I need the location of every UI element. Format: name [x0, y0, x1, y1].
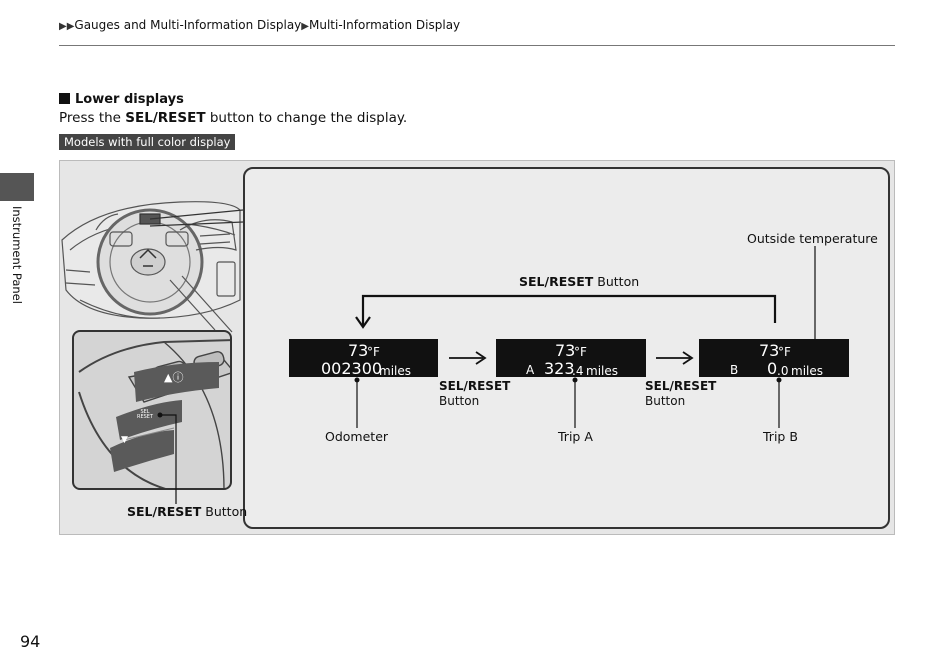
intro-text: Press the SEL/RESET button to change the… [59, 110, 407, 126]
temp-unit: °F [367, 345, 380, 359]
odometer-callout: Odometer [325, 429, 389, 444]
trip-a-callout: Trip A [558, 429, 593, 444]
arrow2-label-rest: Button [645, 394, 686, 408]
side-tab-marker [0, 173, 34, 201]
intro-post: button to change the display. [205, 110, 408, 126]
down-triangle-icon: ▼ [121, 435, 128, 445]
up-info-icon: ▲ⓘ [164, 371, 184, 384]
odometer-value: 002300 [321, 359, 383, 378]
temp-value: 73 [555, 341, 576, 360]
models-badge: Models with full color display [59, 134, 236, 150]
trip-a-unit: miles [586, 364, 618, 378]
sel-text: SEL [140, 409, 150, 415]
temp-value: 73 [348, 341, 369, 360]
double-triangle-icon: ▶▶ [59, 21, 75, 32]
square-bullet-icon [59, 93, 70, 104]
trip-a-decimal: .4 [572, 364, 584, 378]
trip-b-unit: miles [791, 364, 823, 378]
loop-label-bold: SEL/RESET [519, 274, 594, 289]
breadcrumb: ▶▶Gauges and Multi-Information Display▶M… [59, 18, 460, 32]
triangle-icon: ▶ [301, 21, 309, 32]
trip-prefix: B [730, 363, 739, 377]
breadcrumb-item-mid[interactable]: Multi-Information Display [308, 18, 461, 32]
loop-label-rest: Button [593, 274, 640, 289]
trip-a-value: 323 [544, 359, 575, 378]
temp-value: 73 [759, 341, 780, 360]
display-odometer: 73 °F 002300 miles [289, 339, 438, 378]
display-trip-a: 73 °F A 323 .4 miles [496, 339, 646, 378]
section-title: Lower displays [59, 92, 184, 107]
breadcrumb-item-gauges[interactable]: Gauges and Multi-Information Display [74, 18, 302, 32]
loop-sel-reset-label: SEL/RESET Button [519, 274, 639, 289]
trip-b-callout: Trip B [763, 429, 798, 444]
trip-prefix: A [526, 363, 535, 377]
trip-b-decimal: .0 [777, 364, 789, 378]
reset-text: RESET [137, 414, 154, 420]
display-trip-b: 73 °F B 0 .0 miles [699, 339, 849, 378]
inset-label-rest: Button [201, 504, 248, 519]
arrow1-label-bold: SEL/RESET [439, 379, 511, 393]
section-title-text: Lower displays [75, 92, 184, 107]
inset-label-bold: SEL/RESET [127, 504, 202, 519]
intro-bold: SEL/RESET [125, 110, 206, 126]
outside-temperature-label: Outside temperature [747, 231, 878, 246]
odometer-unit: miles [379, 364, 411, 378]
temp-unit: °F [574, 345, 587, 359]
steering-buttons-illustration [78, 339, 230, 488]
temp-unit: °F [778, 345, 791, 359]
intro-pre: Press the [59, 110, 126, 126]
arrow2-label-bold: SEL/RESET [645, 379, 717, 393]
arrow1-label-rest: Button [439, 394, 480, 408]
inset-sel-reset-label: SEL/RESET Button [127, 504, 247, 519]
header-divider [59, 45, 895, 46]
page-number: 94 [20, 632, 41, 651]
side-tab-label: Instrument Panel [10, 206, 24, 304]
trip-b-value: 0 [767, 359, 778, 378]
